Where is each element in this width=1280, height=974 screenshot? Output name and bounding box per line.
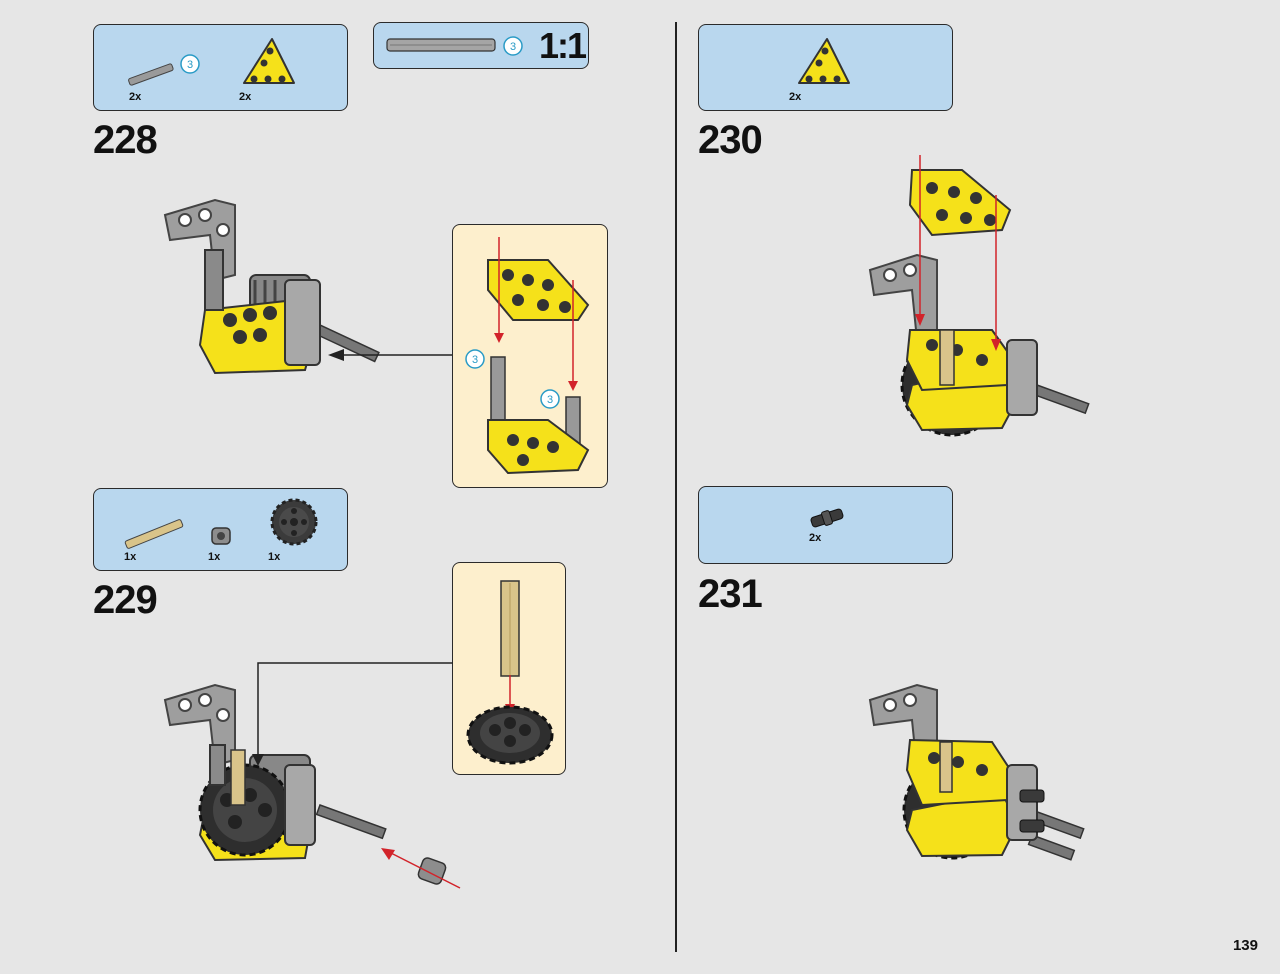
triangle-liftarm-icon xyxy=(243,38,295,84)
step-number-231: 231 xyxy=(698,572,763,616)
connector-icon xyxy=(810,508,844,528)
tan-axle-icon xyxy=(124,519,184,549)
callout-pointer-arrow xyxy=(252,662,453,766)
part-qty: 2x xyxy=(129,91,142,103)
part-qty: 1x xyxy=(208,551,221,563)
part-qty: 1x xyxy=(268,551,281,563)
model-illustration-229 xyxy=(163,683,461,889)
axle-icon xyxy=(128,63,174,86)
part-badge-text: 3 xyxy=(187,59,193,71)
callout-229-diagram xyxy=(466,580,554,765)
callout-pointer-arrow xyxy=(328,349,452,361)
parts-box-229: 1x 1x 1x xyxy=(93,488,348,571)
gear-icon xyxy=(270,498,318,546)
scale-badge: 3 xyxy=(503,36,523,56)
part-qty: 1x xyxy=(124,551,137,563)
parts-box-228: 3 2x 2x xyxy=(93,24,348,111)
callout-badge: 3 xyxy=(547,394,553,406)
part-qty: 2x xyxy=(239,91,252,103)
model-illustration-228 xyxy=(163,198,380,375)
parts-box-230: 2x xyxy=(698,24,953,111)
step-number-229: 229 xyxy=(93,578,158,622)
callout-229 xyxy=(452,562,566,775)
parts-box-231: 2x xyxy=(698,486,953,564)
axle-scale-icon xyxy=(386,38,496,52)
callout-228: 3 3 xyxy=(452,224,608,488)
part-count-badge: 3 xyxy=(180,54,200,74)
model-illustration-231 xyxy=(868,683,1085,861)
step-number-230: 230 xyxy=(698,118,763,162)
scale-badge-text: 3 xyxy=(510,41,516,53)
part-qty: 2x xyxy=(809,532,822,544)
part-qty: 2x xyxy=(789,91,802,103)
step-number-228: 228 xyxy=(93,118,158,162)
page-number: 139 xyxy=(1232,937,1258,954)
scale-label: 1:1 xyxy=(539,25,587,66)
callout-badge: 3 xyxy=(472,354,478,366)
page-divider xyxy=(675,22,677,952)
callout-228-diagram: 3 3 xyxy=(465,237,590,475)
scale-reference-box: 3 1:1 xyxy=(373,22,589,69)
model-illustration-230 xyxy=(868,155,1090,437)
triangle-liftarm-icon xyxy=(798,38,850,84)
bush-icon xyxy=(211,527,231,545)
